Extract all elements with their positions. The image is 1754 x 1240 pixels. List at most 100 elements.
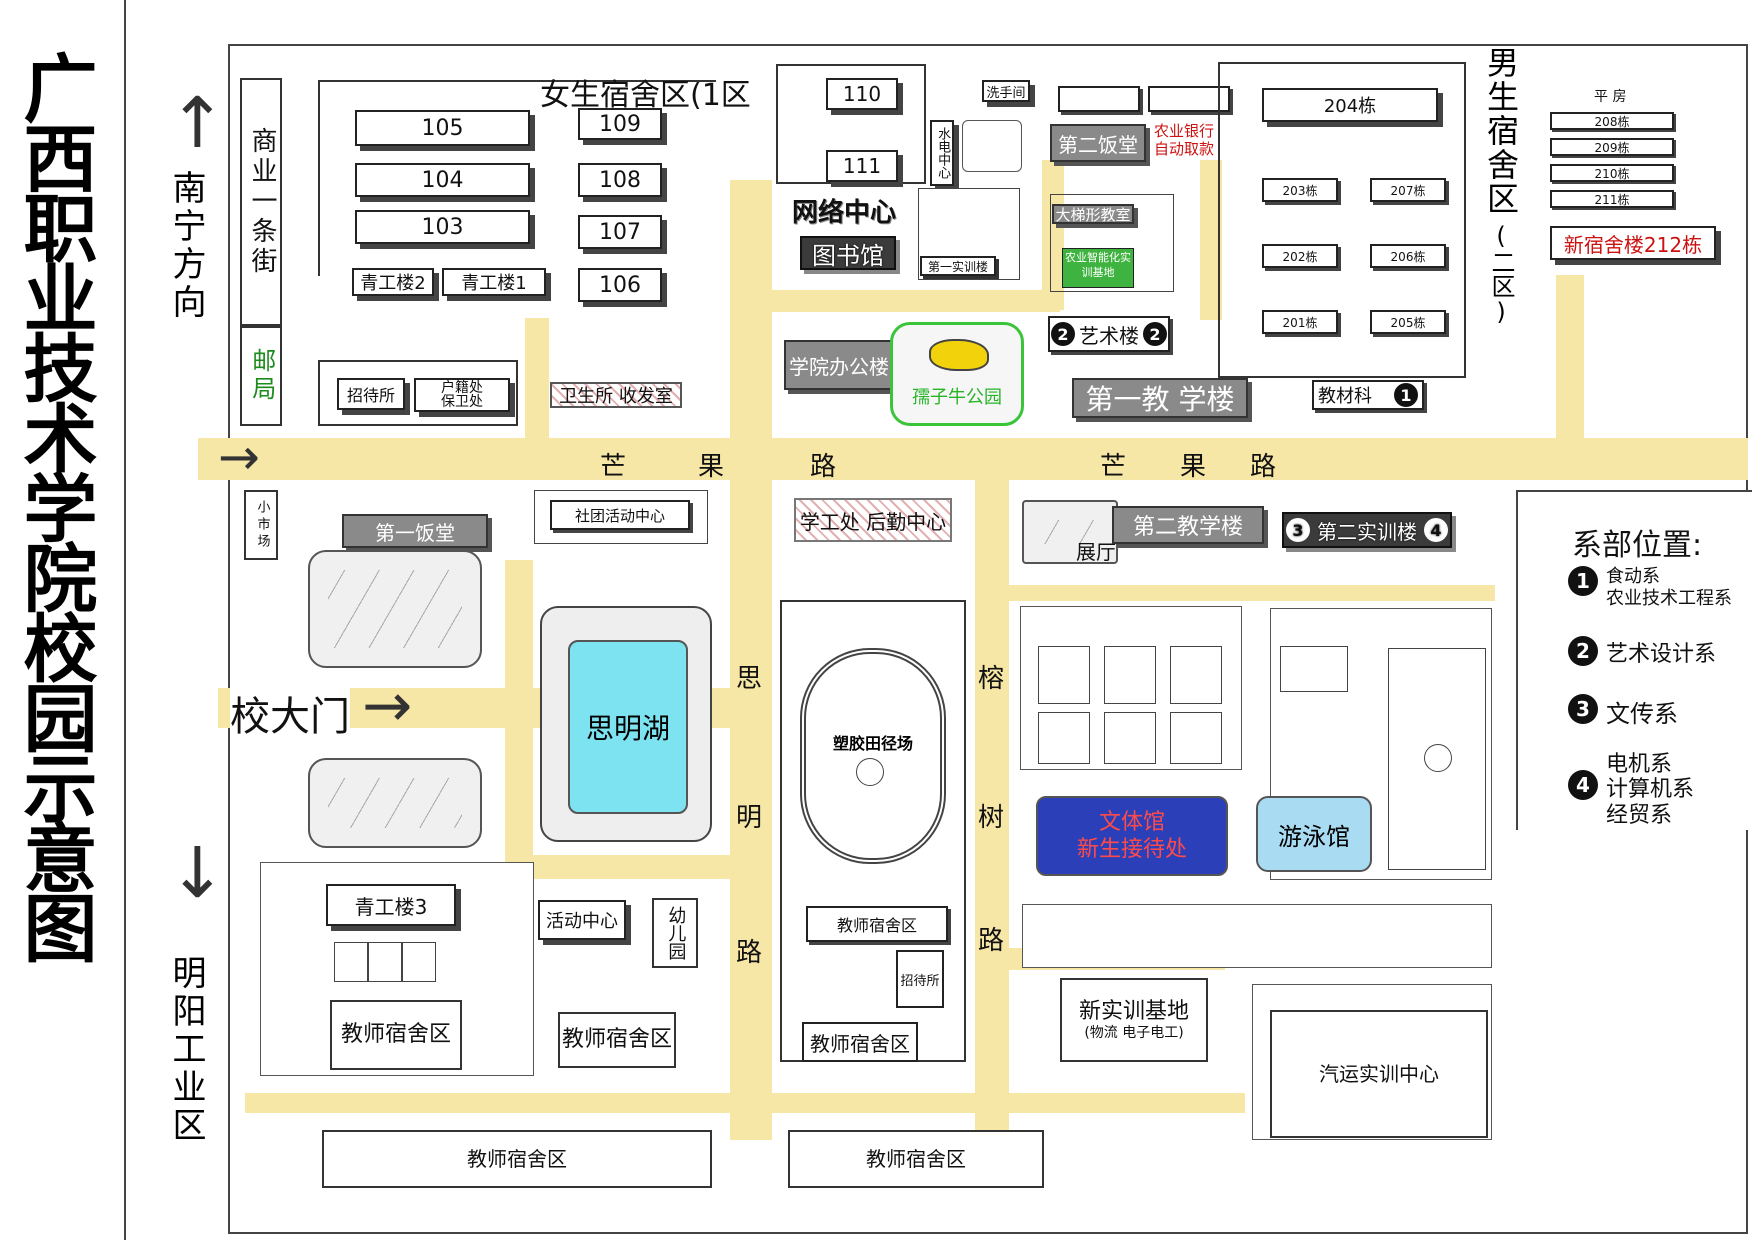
entry-arrow-icon: → xyxy=(218,428,260,486)
legend-3-line-1: 文传系 xyxy=(1606,700,1678,728)
north-arrow-icon: ↑ xyxy=(168,82,227,164)
gate-label: 校大门 xyxy=(230,684,350,742)
road-siming xyxy=(730,180,772,1140)
club-activity-center: 社团活动中心 xyxy=(550,500,690,530)
building-qinggong2: 青工楼2 xyxy=(352,268,434,296)
new-training-base-label: 新实训基地 xyxy=(1078,999,1189,1025)
post-office: 邮局 xyxy=(240,326,282,426)
legend-panel xyxy=(1516,490,1752,830)
legend-item-4: 4 电机系 计算机系 经贸系 xyxy=(1568,752,1694,828)
training-building-2-label: 第二实训楼 xyxy=(1317,519,1417,544)
teacher-dorm-field: 教师宿舍区 xyxy=(806,906,948,942)
park-label: 孺子牛公园 xyxy=(912,387,1002,408)
library: 图书馆 xyxy=(800,236,896,270)
road-label-mangguo-1: 芒 xyxy=(600,452,627,482)
building-qinggong1: 青工楼1 xyxy=(442,268,546,296)
guesthouse-south: 招待所 xyxy=(896,950,944,1008)
teacher-dorm-center: 教师宿舍区 xyxy=(802,1022,918,1062)
dept-2-marker-icon-2: 2 xyxy=(1143,322,1167,346)
court-2 xyxy=(1104,646,1156,704)
dept-2-marker-icon: 2 xyxy=(1051,322,1075,346)
building-202: 202栋 xyxy=(1262,244,1338,268)
flats-title: 平 房 xyxy=(1594,89,1627,105)
canteen-2: 第二饭堂 xyxy=(1050,124,1146,162)
building-109: 109 xyxy=(578,108,662,140)
tennis-court xyxy=(1280,646,1348,692)
auto-training-center: 汽运实训中心 xyxy=(1270,1010,1488,1138)
green-area-north xyxy=(308,550,482,668)
qinggong3-block-3 xyxy=(402,942,436,982)
teacher-dorm-mid: 教师宿舍区 xyxy=(558,1012,676,1068)
legend-4-line-1: 电机系 xyxy=(1606,752,1673,777)
building-210: 210栋 xyxy=(1550,164,1674,182)
road-center-v xyxy=(1042,160,1064,310)
building-201: 201栋 xyxy=(1262,310,1338,334)
art-building: 2 艺术楼 2 xyxy=(1048,316,1170,352)
building-106: 106 xyxy=(578,268,662,302)
guesthouse-north: 招待所 xyxy=(337,378,405,410)
agri-training-base: 农业智能化实训基地 xyxy=(1062,248,1134,288)
green-area-south xyxy=(308,758,482,848)
building-108: 108 xyxy=(578,163,662,197)
network-center: 网络中心 xyxy=(792,198,897,228)
court-3 xyxy=(1170,646,1222,704)
building-top-2 xyxy=(1148,86,1230,112)
water-electric-center: 水电中心 xyxy=(930,120,954,186)
activity-center: 活动中心 xyxy=(538,900,626,940)
road-label-mangguo-6: 路 xyxy=(1250,452,1277,482)
student-affairs: 学工处 后勤中心 xyxy=(794,498,952,542)
building-111: 111 xyxy=(826,150,898,182)
road-lake-bottom xyxy=(505,855,745,879)
reception-label: 新生接待处 xyxy=(1076,837,1187,862)
male-dorm-title: 男生宿舍区 xyxy=(1482,46,1520,216)
dept-4-legend-icon: 4 xyxy=(1568,770,1598,800)
road-male xyxy=(1200,160,1222,320)
road-label-mangguo-5: 果 xyxy=(1180,452,1207,482)
legend-item-1: 1 食动系 农业技术工程系 xyxy=(1568,566,1732,609)
legend-4-line-2: 计算机系 xyxy=(1606,777,1695,803)
legend-4-line-3: 经贸系 xyxy=(1606,802,1673,828)
exhibition-hall: 展厅 xyxy=(1076,540,1116,564)
road-south xyxy=(245,1093,1245,1113)
household-security: 户籍处 保卫处 xyxy=(414,378,510,412)
road-rongshu xyxy=(975,480,1009,1160)
canteen-1: 第一饭堂 xyxy=(342,514,488,548)
lecture-hall-area xyxy=(1050,194,1174,292)
mailroom-label: 收发室 xyxy=(618,386,673,407)
north-direction: 南宁方向 xyxy=(166,170,206,322)
training-building-2: 3 第二实训楼 4 xyxy=(1282,512,1452,548)
field-center-circle xyxy=(856,758,884,786)
dept-3-legend-icon: 3 xyxy=(1568,694,1598,724)
road-label-siming-2: 明 xyxy=(736,803,763,833)
building-110: 110 xyxy=(826,78,898,110)
dept-1-legend-icon: 1 xyxy=(1568,566,1598,596)
training-building-1: 第一实训楼 xyxy=(920,256,996,276)
dept-3-marker-icon: 3 xyxy=(1286,518,1310,542)
road-north-center xyxy=(730,290,1060,312)
teacher-dorm-bottom-right: 教师宿舍区 xyxy=(788,1130,1044,1188)
lecture-hall: 大梯形教室 xyxy=(1052,204,1134,224)
building-204: 204栋 xyxy=(1262,88,1438,122)
gate-arrow-icon: → xyxy=(362,671,413,741)
restroom-yard xyxy=(962,120,1022,172)
south-arrow-icon: ↓ xyxy=(168,832,227,914)
female-dorm-area xyxy=(318,80,716,276)
art-building-label: 艺术楼 xyxy=(1079,323,1139,348)
road-label-mangguo-3: 路 xyxy=(810,452,837,482)
road-east xyxy=(1556,275,1584,455)
bull-icon xyxy=(929,339,989,371)
household-label: 户籍处 xyxy=(441,380,483,396)
legend-1-line-2: 农业技术工程系 xyxy=(1606,587,1732,609)
legend-item-3: 3 文传系 xyxy=(1568,694,1678,729)
building-104: 104 xyxy=(355,163,530,197)
female-dorm-title: 女生宿舍区(1区 xyxy=(540,78,751,113)
building-top-1 xyxy=(1058,86,1140,112)
track-field-label: 塑胶田径场 xyxy=(832,734,913,753)
road-label-rongshu-2: 树 xyxy=(978,803,1005,833)
pool-block xyxy=(1022,904,1492,968)
siming-lake: 思明湖 xyxy=(568,640,688,814)
textbook-office: 教材科 1 xyxy=(1312,380,1424,410)
road-teach2 xyxy=(1005,585,1495,601)
court-5 xyxy=(1104,712,1156,764)
road-label-rongshu-3: 路 xyxy=(978,926,1005,956)
